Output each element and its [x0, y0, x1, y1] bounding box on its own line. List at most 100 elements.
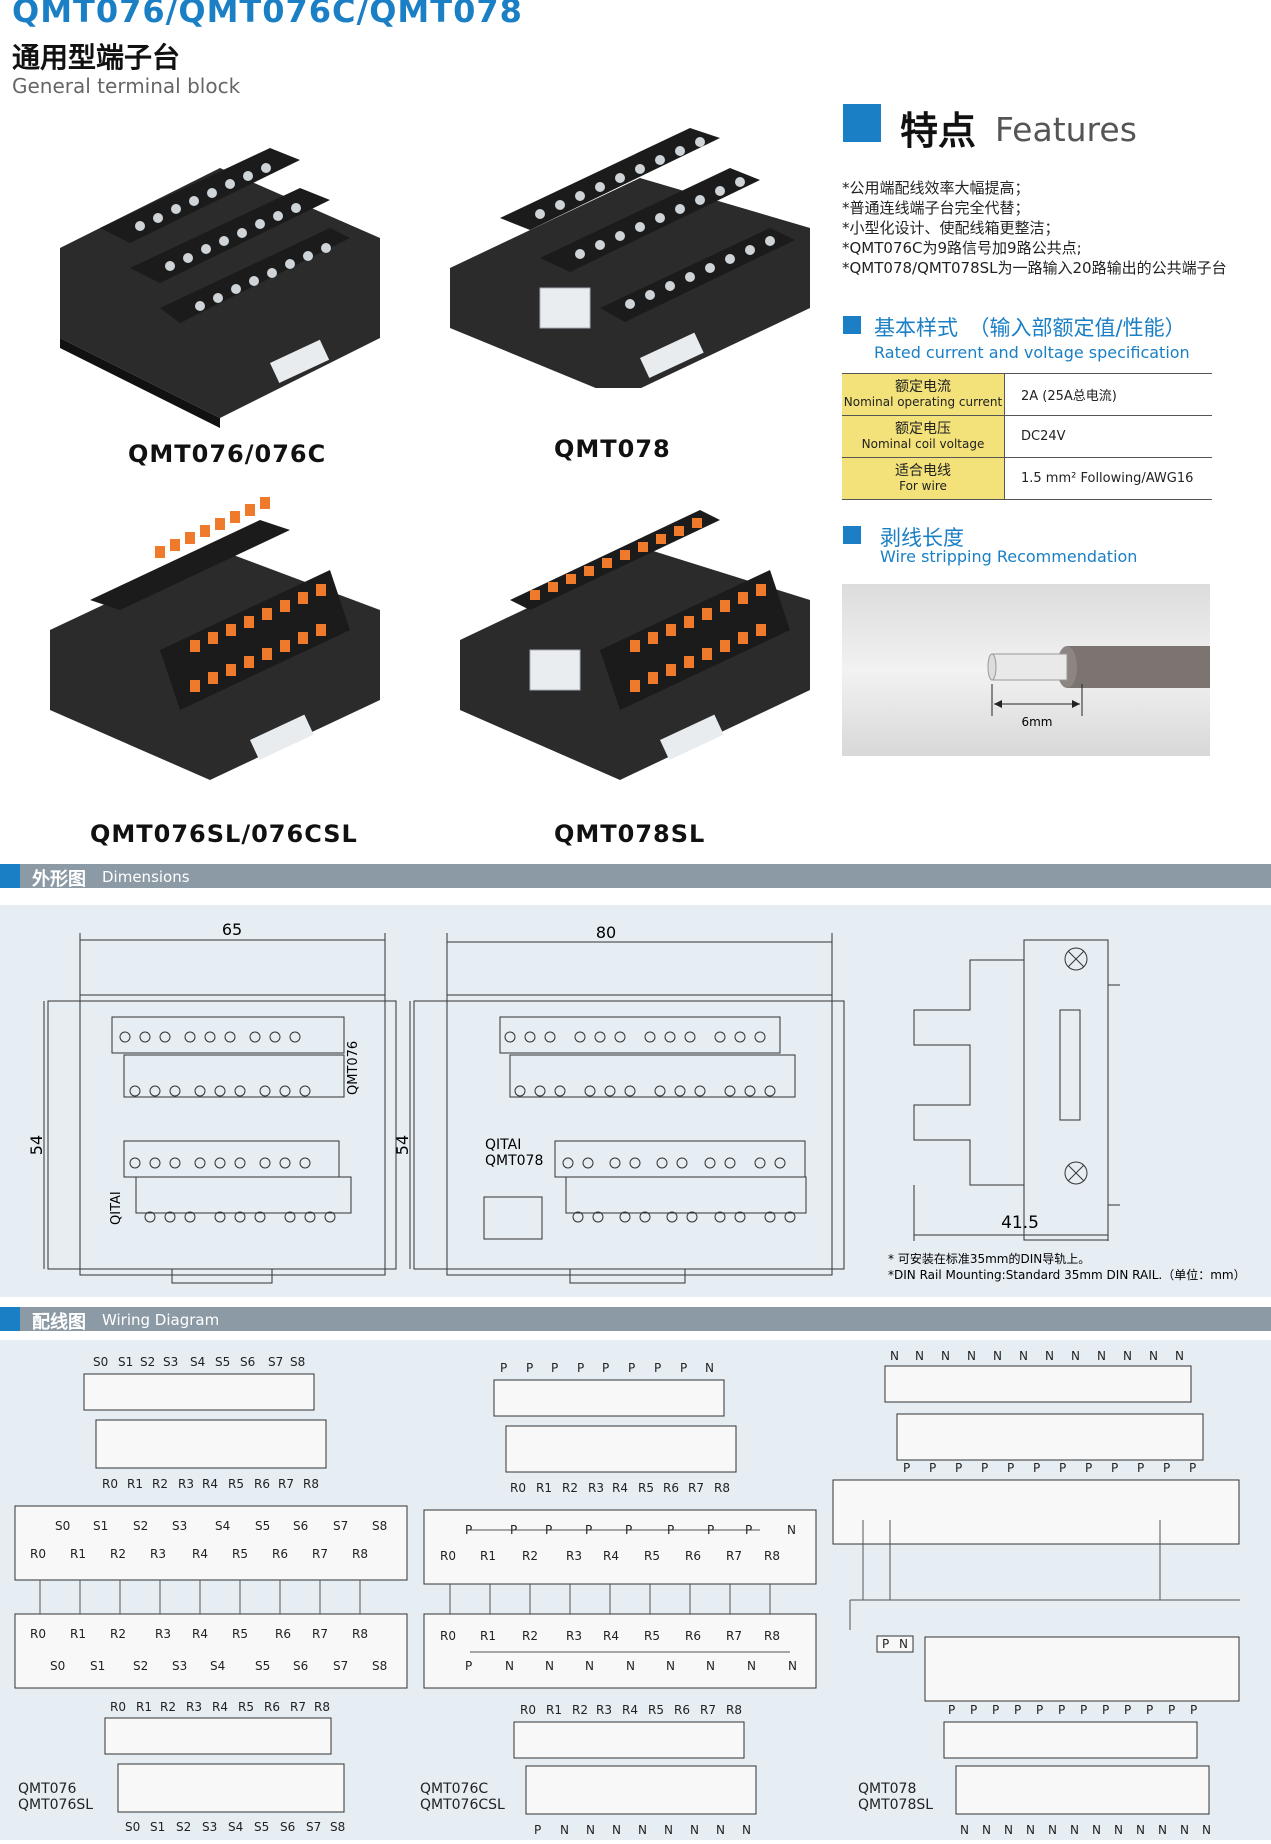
svg-text:N: N	[586, 1823, 595, 1837]
svg-text:R4: R4	[603, 1549, 619, 1563]
svg-text:N: N	[941, 1349, 950, 1363]
svg-text:R4: R4	[603, 1629, 619, 1643]
svg-text:S8: S8	[330, 1820, 345, 1834]
svg-text:R3: R3	[588, 1481, 604, 1495]
svg-text:P: P	[1059, 1461, 1066, 1475]
svg-text:R0: R0	[110, 1700, 126, 1714]
svg-text:S1: S1	[118, 1355, 133, 1369]
svg-text:S1: S1	[90, 1659, 105, 1673]
wiring-title-zh: 配线图	[32, 1312, 86, 1333]
dim-brand-right: QITAI	[485, 1137, 521, 1153]
svg-text:P: P	[585, 1523, 592, 1537]
svg-text:P: P	[602, 1361, 609, 1375]
wiring-caption-qmt076csl: QMT076CSL	[420, 1797, 505, 1813]
svg-text:R2: R2	[522, 1549, 538, 1563]
dimensions-title-zh: 外形图	[32, 869, 86, 890]
svg-text:R1: R1	[127, 1477, 143, 1491]
svg-text:P: P	[948, 1703, 955, 1717]
svg-text:S6: S6	[280, 1820, 295, 1834]
feature-item: *普通连线端子台完全代替；	[842, 199, 1030, 217]
svg-text:P: P	[955, 1461, 962, 1475]
svg-text:R3: R3	[566, 1629, 582, 1643]
svg-text:P: P	[1036, 1703, 1043, 1717]
svg-text:P: P	[680, 1361, 687, 1375]
svg-text:S6: S6	[293, 1519, 308, 1533]
dim-depth-41-5: 41.5	[1001, 1213, 1039, 1233]
svg-text:N: N	[664, 1823, 673, 1837]
svg-text:N: N	[545, 1659, 554, 1673]
svg-text:R7: R7	[726, 1549, 742, 1563]
svg-text:N: N	[716, 1823, 725, 1837]
svg-text:R0: R0	[440, 1629, 456, 1643]
svg-text:N: N	[747, 1659, 756, 1673]
svg-text:R0: R0	[440, 1549, 456, 1563]
svg-text:S2: S2	[133, 1519, 148, 1533]
svg-text:S4: S4	[215, 1519, 230, 1533]
svg-text:N: N	[1136, 1823, 1145, 1837]
svg-text:S8: S8	[372, 1659, 387, 1673]
svg-text:P: P	[1085, 1461, 1092, 1475]
strip-length-label: 6mm	[1021, 715, 1052, 729]
svg-text:P: P	[465, 1659, 472, 1673]
svg-text:P: P	[1014, 1703, 1021, 1717]
svg-text:S4: S4	[190, 1355, 205, 1369]
dimensions-panel: 65 54 80 54 41.5 QITAI QMT076 QITAI QMT0…	[0, 905, 1271, 1297]
svg-text:R2: R2	[152, 1477, 168, 1491]
svg-text:P: P	[628, 1361, 635, 1375]
svg-text:N: N	[505, 1659, 514, 1673]
product-subtitle-zh: 通用型端子台	[12, 41, 181, 74]
svg-text:R3: R3	[566, 1549, 582, 1563]
svg-text:S0: S0	[55, 1519, 70, 1533]
svg-text:N: N	[1202, 1823, 1211, 1837]
svg-text:R4: R4	[192, 1627, 208, 1641]
svg-text:S4: S4	[228, 1820, 243, 1834]
svg-text:N: N	[982, 1823, 991, 1837]
svg-text:P: P	[577, 1361, 584, 1375]
svg-text:S6: S6	[293, 1659, 308, 1673]
svg-text:R4: R4	[612, 1481, 628, 1495]
svg-text:P: P	[882, 1637, 889, 1651]
svg-text:P: P	[1080, 1703, 1087, 1717]
spec-title-en: Rated current and voltage specification	[874, 343, 1190, 362]
svg-text:N: N	[787, 1523, 796, 1537]
svg-text:S3: S3	[172, 1659, 187, 1673]
dim-width-80: 80	[596, 923, 616, 942]
svg-text:R5: R5	[648, 1703, 664, 1717]
product-image-qmt076sl	[50, 497, 380, 780]
svg-text:R8: R8	[314, 1700, 330, 1714]
dim-note-2: *DIN Rail Mounting:Standard 35mm DIN RAI…	[888, 1267, 1246, 1282]
spec-marker-icon	[843, 316, 861, 334]
svg-text:R1: R1	[480, 1629, 496, 1643]
svg-text:S3: S3	[163, 1355, 178, 1369]
svg-text:R5: R5	[232, 1627, 248, 1641]
svg-text:N: N	[690, 1823, 699, 1837]
svg-text:S8: S8	[290, 1355, 305, 1369]
svg-text:S2: S2	[176, 1820, 191, 1834]
svg-text:N: N	[1071, 1349, 1080, 1363]
svg-text:P: P	[1102, 1703, 1109, 1717]
strip-marker-icon	[843, 526, 861, 544]
svg-text:N: N	[960, 1823, 969, 1837]
svg-text:P: P	[707, 1523, 714, 1537]
svg-text:S0: S0	[93, 1355, 108, 1369]
svg-text:R5: R5	[644, 1629, 660, 1643]
svg-text:P: P	[654, 1361, 661, 1375]
svg-text:P: P	[625, 1523, 632, 1537]
dim-height-54-left: 54	[27, 1135, 46, 1155]
spec-title-zh: 基本样式 （输入部额定值/性能）	[874, 316, 1186, 340]
svg-text:R3: R3	[596, 1703, 612, 1717]
product-subtitle-en: General terminal block	[12, 74, 241, 98]
svg-text:S7: S7	[306, 1820, 321, 1834]
svg-text:P: P	[981, 1461, 988, 1475]
svg-text:N: N	[1048, 1823, 1057, 1837]
svg-text:R2: R2	[110, 1547, 126, 1561]
svg-text:N: N	[915, 1349, 924, 1363]
svg-text:S7: S7	[333, 1519, 348, 1533]
svg-text:S7: S7	[268, 1355, 283, 1369]
svg-text:R2: R2	[562, 1481, 578, 1495]
svg-text:R1: R1	[70, 1547, 86, 1561]
svg-text:S5: S5	[255, 1519, 270, 1533]
svg-text:N: N	[666, 1659, 675, 1673]
wiring-caption-qmt078: QMT078	[858, 1781, 916, 1797]
